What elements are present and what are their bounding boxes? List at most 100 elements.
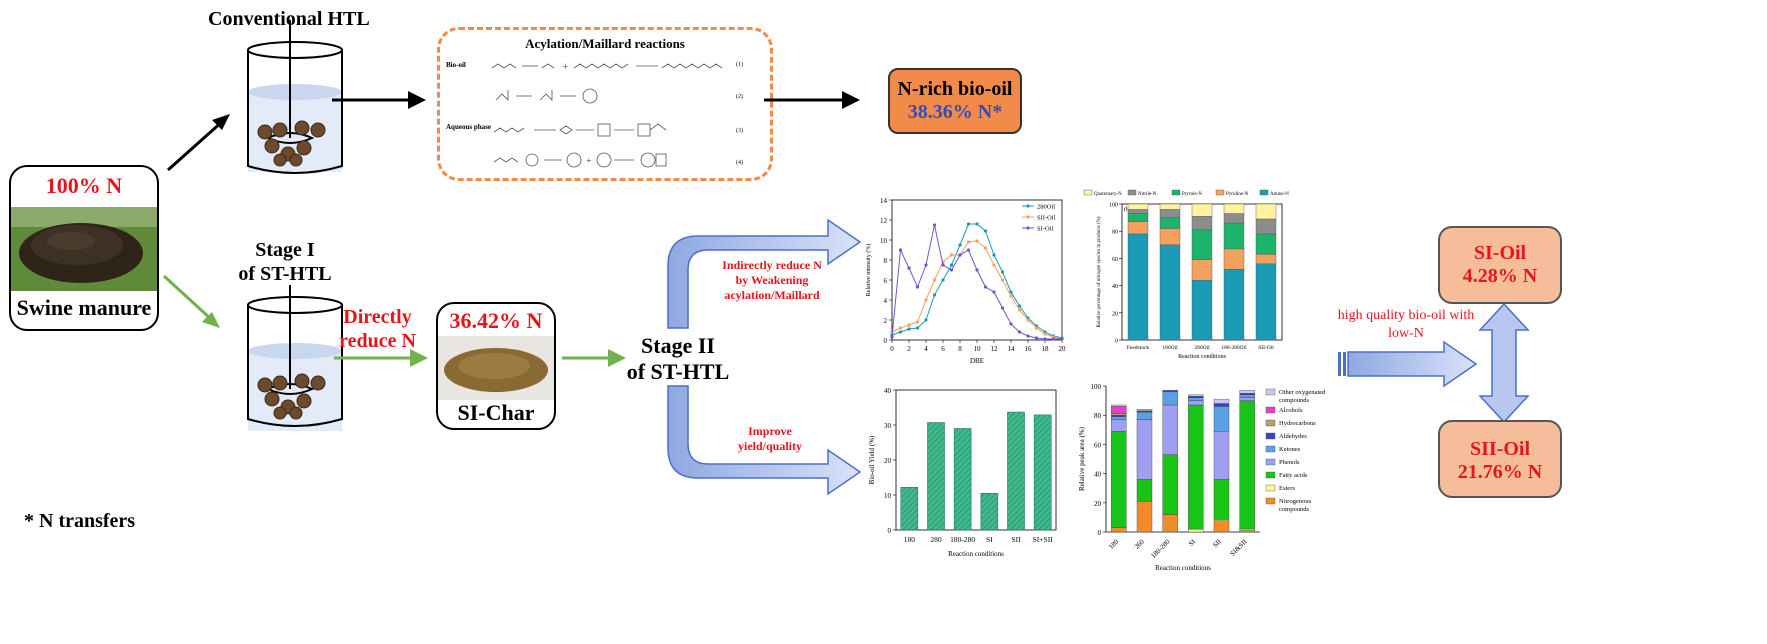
panel-label: (b) (1124, 206, 1131, 213)
data-point (992, 263, 996, 267)
to-reactions-arrow (332, 91, 426, 109)
legend-label: Pyrrole-N (1182, 192, 1202, 197)
bar-segment (1223, 269, 1245, 341)
x-tick-label: 12 (991, 345, 999, 353)
data-point (1000, 270, 1005, 274)
bar-segment (1213, 479, 1230, 521)
bar-segment (1239, 530, 1255, 533)
plot-frame (895, 389, 1057, 531)
feedstock-name: Swine manure (16, 295, 152, 320)
y-tick-label: 20 (884, 457, 892, 465)
indirect-line2: by Weakening (735, 273, 809, 287)
y-tick-label: 6 (884, 277, 888, 285)
bar-segment (1239, 528, 1255, 531)
data-point (1060, 337, 1064, 341)
bar-segment (1111, 527, 1127, 533)
data-point (966, 240, 971, 244)
x-tick-label: 180-280 (1149, 537, 1172, 560)
reaction-number-1: (1) (736, 62, 743, 68)
legend-swatch (1171, 189, 1181, 196)
bar-segment (1127, 209, 1149, 214)
legend-swatch (1215, 189, 1225, 196)
bar-segment (1223, 203, 1245, 214)
bar-segment (1159, 209, 1181, 218)
data-point (966, 248, 971, 252)
bar (1007, 411, 1025, 531)
stage2-label: Stage II of ST-HTL (620, 333, 736, 385)
data-point (898, 326, 903, 330)
bar-segment (1223, 222, 1245, 250)
y-tick-label: 100 (1091, 383, 1102, 391)
data-point (1026, 334, 1030, 338)
legend-label: Hydrocarbons (1279, 420, 1316, 427)
directly-reduce-label: Directly reduce N (330, 305, 425, 353)
reaction-number-3: (3) (736, 128, 743, 134)
legend-swatch (1265, 388, 1276, 396)
bar-segment (1213, 403, 1230, 407)
swine-manure-image (11, 207, 157, 291)
x-tick-label: 180 (1107, 537, 1120, 550)
bar-segment (1162, 404, 1178, 455)
stage1-line2: of ST-HTL (238, 263, 332, 285)
x-tick-label: 2 (907, 345, 911, 353)
bar (953, 428, 972, 531)
data-point (915, 326, 920, 330)
sii-oil-name: SII-Oil (1469, 438, 1531, 460)
sii-oil-n: 21.76% N (1457, 461, 1543, 483)
legend-label: SI-Oil (1037, 226, 1053, 233)
x-axis-label: Reaction conditions (1178, 354, 1226, 360)
reaction-number-2: (2) (736, 94, 743, 100)
reaction-number-4: (4) (736, 160, 743, 166)
bar-segment (1213, 406, 1230, 432)
x-tick-label: 16 (1025, 345, 1033, 353)
indirect-line3: acylation/Maillard (724, 288, 820, 302)
data-point (932, 278, 937, 282)
data-point (1009, 294, 1013, 298)
bar-segment (1162, 514, 1178, 533)
legend-marker (1026, 204, 1030, 208)
bar-segment (1111, 415, 1127, 417)
stage1-reactor (247, 285, 343, 431)
data-point (907, 327, 911, 331)
data-point (941, 263, 945, 267)
y-tick-label: 12 (880, 217, 888, 225)
bar-segment (1191, 216, 1213, 231)
bar-segment (1255, 254, 1277, 265)
x-tick-label: SI&SII (1229, 537, 1249, 557)
bar-segment (1213, 520, 1230, 522)
legend-label: SII-Oil (1037, 215, 1056, 222)
data-point (924, 298, 928, 302)
bar-segment (1223, 213, 1245, 224)
to-char-arrow (334, 349, 428, 367)
svg-text:+: + (586, 156, 592, 167)
series-line-sii-oil (891, 240, 1063, 340)
improve-label: Improve yield/quality (700, 424, 840, 454)
x-tick-label: 180Oil (1162, 345, 1178, 351)
legend-label: Quaternary-N (1094, 192, 1122, 197)
top-flow-arrows (167, 100, 418, 172)
bar-segment (1162, 390, 1178, 393)
data-point (975, 222, 979, 226)
x-tick-label: 180 (904, 535, 916, 544)
y-tick-label: 14 (880, 197, 888, 205)
legend-label: 280Oil (1037, 204, 1055, 211)
data-point (992, 253, 996, 257)
data-point (915, 285, 920, 289)
data-point (924, 263, 928, 267)
bar-segment (1239, 394, 1255, 398)
bar-segment (1255, 203, 1277, 220)
stage1-line1: Stage I (255, 239, 315, 261)
data-point (907, 266, 911, 270)
y-tick-label: 10 (880, 237, 888, 245)
x-tick-label: SI (1187, 537, 1198, 548)
legend-label: compounds (1279, 506, 1309, 513)
bar-segment (1159, 228, 1181, 245)
data-point (1043, 332, 1047, 336)
bar-segment (1255, 218, 1277, 235)
bar-segment (1111, 406, 1127, 414)
y-tick-label: 20 (1094, 500, 1102, 508)
data-point (898, 248, 903, 252)
bar-segment (1127, 203, 1149, 210)
